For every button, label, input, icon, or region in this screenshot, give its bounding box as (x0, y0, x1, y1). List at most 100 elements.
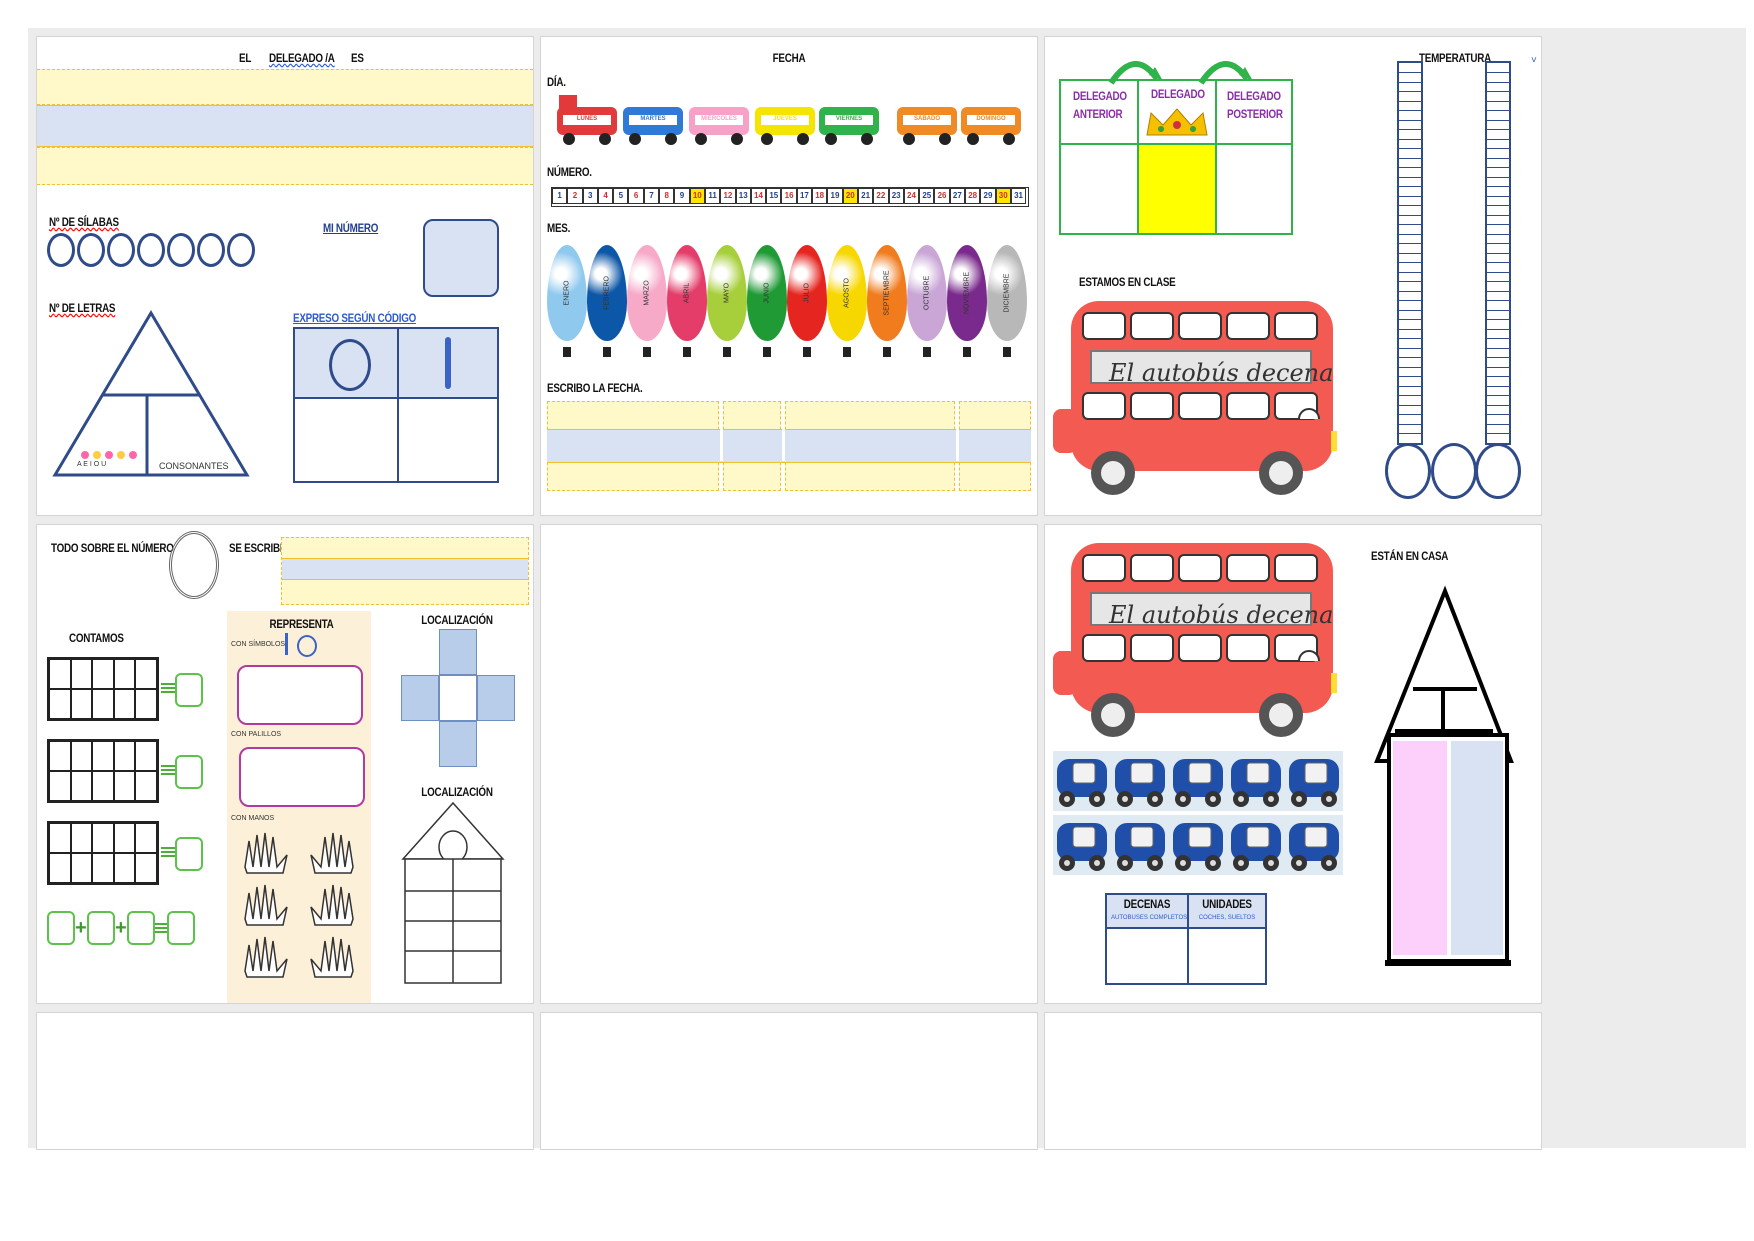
number-cell[interactable]: 19 (827, 188, 843, 204)
train-car[interactable]: SÁBADO (895, 93, 959, 149)
month-balloon[interactable]: MAYO (707, 245, 747, 341)
decenas-label: DECENAS (1123, 897, 1171, 911)
day-label: VIERNES (835, 116, 863, 122)
number-cell[interactable]: 14 (750, 188, 767, 204)
number-cell[interactable]: 22 (873, 188, 889, 204)
number-cell[interactable]: 1 (552, 188, 568, 204)
month-balloon[interactable]: AGOSTO (827, 245, 867, 341)
number-cell[interactable]: 2 (567, 188, 583, 204)
number-cell[interactable]: 10 (689, 188, 705, 204)
syllable-circle[interactable] (197, 233, 225, 267)
palillos-box[interactable] (239, 747, 365, 807)
number-cell[interactable]: 16 (781, 188, 797, 204)
name-band-bottom[interactable] (37, 147, 533, 185)
month-balloon[interactable]: JULIO (787, 245, 827, 341)
syllable-circle[interactable] (227, 233, 255, 267)
unidades-sub: COCHES, SUELTOS (1198, 915, 1256, 921)
simbolos-box[interactable] (237, 665, 363, 725)
month-balloon[interactable]: NOVIEMBRE (947, 245, 987, 341)
house-grid[interactable] (401, 801, 505, 985)
number-cell[interactable]: 3 (582, 188, 598, 204)
train-car[interactable]: MARTES (621, 93, 685, 149)
unidades-answer[interactable] (1189, 929, 1265, 983)
date-write-area[interactable] (547, 401, 1031, 491)
number-cell[interactable]: 12 (720, 188, 736, 204)
silabas-label: Nº DE SÍLABAS (49, 215, 119, 229)
train-car[interactable]: MIÉRCOLES (687, 93, 751, 149)
se-escribe-label: SE ESCRIBE (229, 541, 287, 555)
number-cell[interactable]: 27 (949, 188, 966, 204)
sum-result-box[interactable] (167, 911, 195, 945)
delegado-anterior-cell[interactable] (1061, 145, 1139, 233)
circle-symbol-icon (297, 635, 317, 657)
sum-box[interactable] (87, 911, 115, 945)
number-cell[interactable]: 18 (812, 188, 828, 204)
sum-box[interactable] (47, 911, 75, 945)
number-cell[interactable]: 8 (659, 188, 675, 204)
number-cell[interactable]: 7 (643, 188, 660, 204)
count-box[interactable] (175, 755, 203, 789)
month-tag (603, 347, 611, 357)
count-box[interactable] (175, 673, 203, 707)
sum-box[interactable] (127, 911, 155, 945)
code-answer-tens[interactable] (295, 399, 399, 481)
number-cell[interactable]: 15 (766, 188, 782, 204)
vowels-label: A E I O U (77, 461, 107, 468)
code-answer-units[interactable] (399, 399, 497, 481)
plus-icon: + (115, 917, 127, 939)
name-band-middle[interactable] (37, 105, 533, 147)
number-cell[interactable]: 6 (628, 188, 644, 204)
number-cell[interactable]: 23 (888, 188, 904, 204)
month-balloon[interactable]: SEPTIEMBRE (867, 245, 907, 341)
number-circle[interactable] (169, 531, 219, 599)
number-cell[interactable]: 5 (613, 188, 629, 204)
cars-grid (1053, 751, 1343, 875)
delegado-cell[interactable] (1139, 145, 1217, 233)
number-cell[interactable]: 17 (796, 188, 813, 204)
train-car[interactable]: LUNES (555, 93, 619, 149)
number-cell[interactable]: 21 (857, 188, 874, 204)
number-cell[interactable]: 13 (735, 188, 751, 204)
month-balloon[interactable]: MARZO (627, 245, 667, 341)
number-cell[interactable]: 20 (842, 188, 858, 204)
number-cell[interactable]: 24 (903, 188, 920, 204)
delegado-posterior-cell[interactable] (1217, 145, 1291, 233)
number-cell[interactable]: 31 (1010, 188, 1027, 204)
cross-grid[interactable] (401, 629, 515, 769)
train-car[interactable]: JUEVES (753, 93, 817, 149)
se-escribe-box[interactable] (281, 537, 529, 605)
mi-numero-box[interactable] (423, 219, 499, 297)
month-label: MAYO (723, 282, 731, 304)
car-icon (1053, 751, 1111, 811)
month-balloon[interactable]: ABRIL (667, 245, 707, 341)
number-cell[interactable]: 11 (704, 188, 721, 204)
month-balloon[interactable]: ENERO (547, 245, 587, 341)
number-cell[interactable]: 26 (934, 188, 950, 204)
name-band-top[interactable] (37, 69, 533, 105)
train-car[interactable]: DOMINGO (959, 93, 1023, 149)
number-cell[interactable]: 28 (965, 188, 981, 204)
number-cell[interactable]: 29 (980, 188, 996, 204)
ten-frame[interactable] (47, 739, 159, 803)
chevron-down-icon[interactable]: ˅ (1531, 55, 1537, 66)
train-car[interactable]: VIERNES (817, 93, 881, 149)
month-balloon[interactable]: DICIEMBRE (987, 245, 1027, 341)
number-cell[interactable]: 25 (919, 188, 935, 204)
syllable-circle[interactable] (137, 233, 165, 267)
month-balloon[interactable]: FEBRERO (587, 245, 627, 341)
syllable-circle[interactable] (47, 233, 75, 267)
month-balloon[interactable]: OCTUBRE (907, 245, 947, 341)
mi-numero-label: MI NÚMERO (323, 221, 379, 235)
ten-frame[interactable] (47, 657, 159, 721)
decenas-answer[interactable] (1107, 929, 1189, 983)
number-cell[interactable]: 4 (597, 188, 614, 204)
ten-frame[interactable] (47, 821, 159, 885)
syllable-circle[interactable] (167, 233, 195, 267)
number-cell[interactable]: 9 (674, 188, 690, 204)
syllable-circle[interactable] (107, 233, 135, 267)
month-balloon[interactable]: JUNIO (747, 245, 787, 341)
syllable-circle[interactable] (77, 233, 105, 267)
count-box[interactable] (175, 837, 203, 871)
letras-label: Nº DE LETRAS (49, 301, 116, 315)
number-cell[interactable]: 30 (995, 188, 1011, 204)
